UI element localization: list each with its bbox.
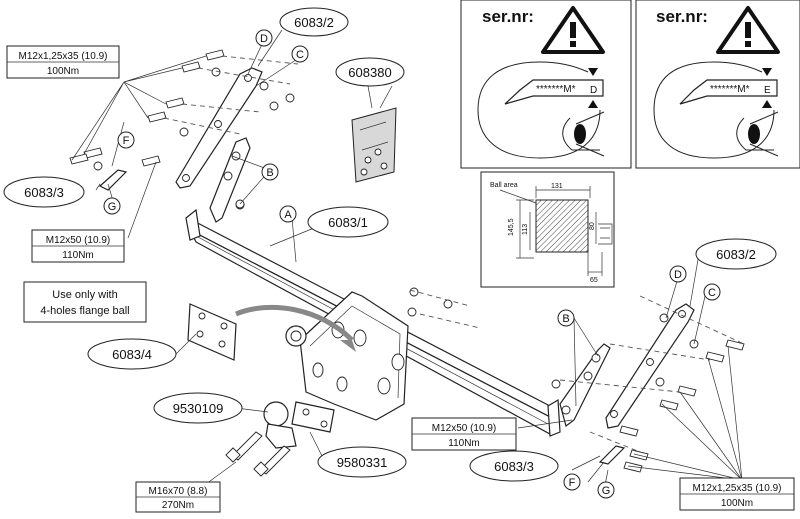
bolt-size: M12x1,25x35 (10.9) (19, 51, 108, 62)
callout-6083-4: 6083/4 (87, 338, 177, 370)
svg-text:G: G (602, 485, 611, 497)
serial-code-text: *******M* (536, 84, 576, 95)
left-side-bracket (209, 137, 251, 223)
right-bolt-set (407, 287, 745, 473)
left-upper-plate (175, 67, 263, 189)
flange-plate (187, 303, 237, 361)
dim-80-label: 80 (589, 222, 596, 230)
serial-panel-title: ser.nr: (482, 7, 534, 26)
svg-text:D: D (260, 33, 268, 45)
callout-608380: 608380 (335, 57, 405, 87)
callout-6083-3-top: 6083/3 (3, 176, 85, 208)
svg-text:F: F (569, 477, 576, 489)
spec-box-bottom-left: M16x70 (8.8) 270Nm (135, 481, 221, 513)
callout-6083-2-top: 6083/2 (279, 7, 349, 37)
alignment-lines (163, 55, 745, 453)
svg-text:C: C (296, 49, 304, 61)
warning-icon (716, 6, 780, 54)
serial-panel-title: ser.nr: (656, 7, 708, 26)
svg-text:C: C (708, 287, 716, 299)
serial-suffix-e: E (764, 85, 771, 96)
letter-c-right: C (703, 283, 721, 301)
bolt-size: M12x50 (10.9) (46, 235, 110, 246)
serial-panel-e: ser.nr: *******M* E (635, 0, 800, 169)
letter-b-right: B (557, 309, 575, 327)
bolt-torque: 110Nm (62, 250, 94, 261)
spec-box-bottom-right: M12x1,25x35 (10.9) 100Nm (679, 477, 795, 511)
callout-label: 9530109 (173, 401, 224, 416)
callout-6083-1: 6083/1 (307, 206, 389, 238)
serial-suffix-d: D (590, 85, 597, 96)
svg-text:A: A (284, 209, 292, 221)
bolt-torque: 100Nm (721, 498, 753, 509)
callout-label: 6083/1 (328, 215, 368, 230)
serial-code-text: *******M* (710, 84, 750, 95)
letter-f-top: F (117, 131, 135, 149)
callout-label: 6083/2 (716, 247, 756, 262)
svg-text:B: B (266, 167, 273, 179)
note-line-1: Use only with (52, 289, 117, 301)
note-line-2: 4-holes flange ball (40, 305, 129, 317)
callout-label: 6083/3 (494, 459, 534, 474)
ball-area-dimension-panel: Ball area 131 145,5 113 80 65 (480, 171, 615, 288)
letter-b-top: B (261, 163, 279, 181)
bolt-torque: 110Nm (448, 438, 480, 449)
letter-c-top: C (291, 45, 309, 63)
callout-label: 6083/4 (112, 347, 152, 362)
letter-g-top: G (103, 197, 121, 215)
callout-9530109: 9530109 (153, 392, 243, 424)
callout-6083-3-bottom: 6083/3 (469, 450, 559, 482)
serial-panel-d: ser.nr: *******M* D (460, 0, 632, 169)
svg-text:G: G (108, 201, 117, 213)
letter-a: A (279, 205, 297, 223)
dim-145-5-label: 145,5 (508, 218, 515, 236)
right-upper-plate (605, 303, 695, 429)
svg-text:F: F (123, 135, 130, 147)
right-side-bracket (559, 343, 611, 428)
svg-text:D: D (674, 269, 682, 281)
callout-label: 9580331 (337, 455, 388, 470)
bolt-size: M16x70 (8.8) (149, 486, 208, 497)
eye-icon (736, 111, 779, 157)
warning-icon (541, 6, 605, 54)
m16-bolts (225, 431, 291, 477)
note-box: Use only with 4-holes flange ball (23, 281, 147, 323)
bolt-torque: 270Nm (162, 500, 194, 511)
bolt-size: M12x50 (10.9) (432, 423, 496, 434)
letter-d-right: D (669, 265, 687, 283)
bolt-kit-bag (351, 85, 397, 183)
tow-ball (263, 325, 307, 449)
callout-6083-2-right: 6083/2 (695, 238, 777, 270)
dim-65-label: 65 (590, 277, 598, 284)
callout-9580331: 9580331 (317, 446, 407, 478)
ball-mounting-plate (291, 401, 335, 433)
callout-label: 608380 (348, 65, 391, 80)
dim-131-label: 131 (551, 183, 563, 190)
callout-label: 6083/2 (294, 15, 334, 30)
spec-box-top-left: M12x1,25x35 (10.9) 100Nm (6, 45, 120, 79)
bolt-size: M12x1,25x35 (10.9) (693, 483, 782, 494)
letter-f-bottom: F (563, 473, 581, 491)
central-mount-bracket (235, 291, 409, 421)
callout-label: 6083/3 (24, 185, 64, 200)
letter-d-top: D (255, 29, 273, 47)
spec-box-mid-right: M12x50 (10.9) 110Nm (411, 417, 517, 451)
spec-box-mid-left: M12x50 (10.9) 110Nm (31, 229, 125, 263)
svg-text:B: B (562, 313, 569, 325)
eye-icon (562, 111, 605, 157)
ball-area-label: Ball area (490, 182, 518, 189)
letter-g-bottom: G (597, 481, 615, 499)
dim-113-label: 113 (522, 224, 529, 235)
bolt-torque: 100Nm (47, 66, 79, 77)
